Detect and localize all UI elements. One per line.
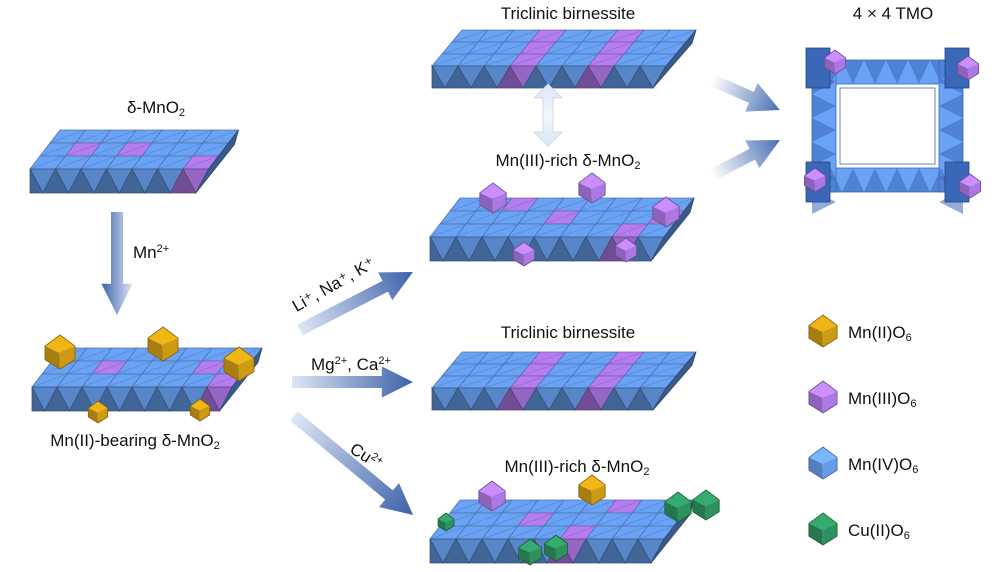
legend-cu2-icon — [808, 512, 838, 546]
mn3-octahedron-t3 — [652, 196, 680, 228]
sheet-delta-mno2 — [29, 129, 240, 194]
legend-mn4-icon — [808, 446, 838, 480]
arrow-copper — [290, 411, 414, 516]
tmo-mn3-4 — [959, 173, 981, 199]
legend-mn2-icon — [808, 314, 838, 348]
mn2-octahedron-3 — [223, 346, 255, 382]
label-mn3-rich-top: Mn(III)-rich δ-MnO2 — [495, 151, 641, 172]
arrow-to-tmo-2 — [709, 139, 781, 181]
legend-mn4-label: Mn(IV)O6 — [848, 455, 919, 476]
mn3-octahedron-b1 — [478, 480, 506, 512]
cu2-octahedron-b5 — [437, 512, 455, 532]
tmo-mn3-1 — [824, 49, 846, 75]
label-mn2-bearing: Mn(II)-bearing δ-MnO2 — [50, 431, 220, 452]
mn3-octahedron-t2 — [578, 172, 606, 204]
label-alkaline-earth: Mg2+, Ca2+ — [311, 355, 391, 374]
tmo-mn3-2 — [957, 55, 979, 81]
arrow-down-mn2 — [101, 212, 133, 315]
sheet-triclinic-mid — [431, 351, 697, 411]
mn3-octahedron-t5 — [615, 237, 637, 263]
double-arrow — [533, 83, 563, 147]
arrow-alkali — [297, 272, 413, 336]
label-tmo: 4 × 4 TMO — [852, 4, 934, 23]
tmo-mn3-3 — [804, 167, 826, 193]
label-triclinic-top: Triclinic birnessite — [500, 4, 636, 23]
mn2-octahedron-5 — [189, 398, 211, 422]
legend-mn2-label: Mn(II)O6 — [848, 323, 912, 344]
mn3-octahedron-t4 — [513, 241, 535, 267]
mn2-octahedron-1 — [44, 334, 76, 370]
label-mn2-reagent: Mn2+ — [133, 243, 170, 262]
arrow-alkaline-earth — [292, 366, 413, 398]
mn3-octahedron-t1 — [479, 182, 507, 214]
sheet-triclinic-top — [431, 29, 697, 89]
cu2-octahedron-b2 — [692, 489, 720, 521]
legend-mn3-icon — [808, 380, 838, 414]
cu2-octahedron-b4 — [544, 534, 568, 562]
legend-mn3-label: Mn(III)O6 — [848, 389, 917, 410]
tmo-framework — [805, 47, 974, 214]
cu2-octahedron-b1 — [664, 491, 692, 523]
label-triclinic-mid: Triclinic birnessite — [500, 323, 636, 342]
arrow-to-tmo-1 — [709, 74, 780, 112]
mn2-octahedron-2 — [147, 326, 179, 362]
label-delta-mno2: δ-MnO2 — [126, 98, 186, 119]
mn2-octahedron-b2 — [578, 474, 606, 506]
label-mn3-rich-bottom: Mn(III)-rich δ-MnO2 — [504, 457, 650, 478]
cu2-octahedron-b3 — [518, 538, 542, 566]
mn2-octahedron-4 — [87, 400, 109, 424]
legend-cu2-label: Cu(II)O6 — [848, 521, 910, 542]
